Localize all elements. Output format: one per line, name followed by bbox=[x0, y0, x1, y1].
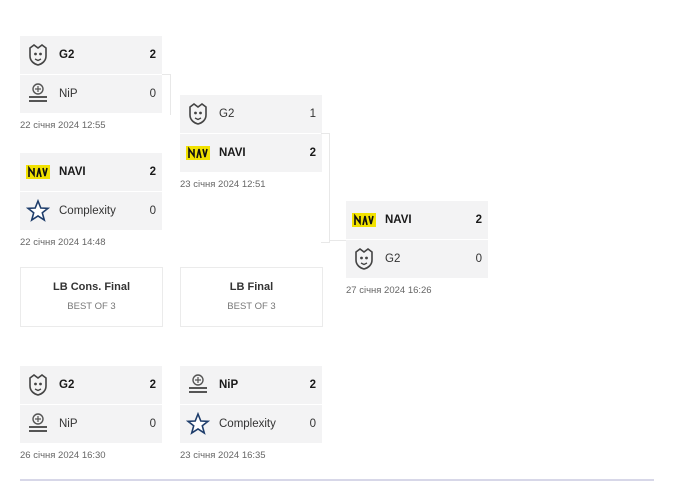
round-title: LB Final bbox=[229, 281, 274, 293]
team-score: 0 bbox=[475, 253, 482, 265]
team-score: 2 bbox=[149, 166, 156, 178]
team-name: NiP bbox=[59, 418, 78, 430]
bracket-connector bbox=[329, 240, 346, 241]
team-row[interactable]: Complexity 0 bbox=[180, 405, 322, 443]
team-name: Complexity bbox=[59, 205, 116, 217]
pending-match-card[interactable]: LB Cons. Final BEST OF 3 bbox=[20, 267, 163, 327]
team-row[interactable]: NAVI 2 bbox=[180, 134, 322, 172]
navi-logo-icon bbox=[186, 141, 210, 165]
team-name: G2 bbox=[219, 108, 235, 120]
team-score: 0 bbox=[309, 418, 316, 430]
team-name: NiP bbox=[219, 379, 239, 391]
team-score: 2 bbox=[475, 214, 482, 226]
match-card[interactable]: G2 2 NiP 0 22 січня 2024 12:55 bbox=[20, 36, 162, 131]
g2-logo-icon bbox=[26, 373, 50, 397]
bracket-connector bbox=[321, 133, 330, 243]
team-row[interactable]: NAVI 2 bbox=[20, 153, 162, 191]
team-row[interactable]: G2 1 bbox=[180, 95, 322, 133]
team-name: G2 bbox=[59, 49, 75, 61]
match-card[interactable]: NAVI 2 Complexity 0 22 січня 2024 14:48 bbox=[20, 153, 162, 248]
team-name: Complexity bbox=[219, 418, 276, 430]
team-row[interactable]: NiP 0 bbox=[20, 405, 162, 443]
team-name: NiP bbox=[59, 88, 78, 100]
team-score: 1 bbox=[309, 108, 316, 120]
team-score: 0 bbox=[149, 205, 156, 217]
navi-logo-icon bbox=[26, 160, 50, 184]
complexity-star-icon bbox=[26, 199, 50, 223]
g2-logo-icon bbox=[186, 102, 210, 126]
match-format: BEST OF 3 bbox=[227, 301, 276, 312]
bracket-connector bbox=[162, 74, 171, 115]
team-row[interactable]: NAVI 2 bbox=[346, 201, 488, 239]
nip-logo-icon bbox=[26, 82, 50, 106]
team-score: 0 bbox=[149, 418, 156, 430]
team-row[interactable]: G2 2 bbox=[20, 366, 162, 404]
team-row[interactable]: Complexity 0 bbox=[20, 192, 162, 230]
g2-logo-icon bbox=[352, 247, 376, 271]
team-row[interactable]: NiP 0 bbox=[20, 75, 162, 113]
team-name: G2 bbox=[385, 253, 401, 265]
team-score: 2 bbox=[309, 147, 316, 159]
round-title: LB Cons. Final bbox=[53, 281, 130, 293]
team-row[interactable]: G2 0 bbox=[346, 240, 488, 278]
match-date: 23 січня 2024 12:51 bbox=[180, 179, 266, 190]
match-date: 22 січня 2024 14:48 bbox=[20, 237, 106, 248]
divider bbox=[20, 479, 654, 481]
g2-logo-icon bbox=[26, 43, 50, 67]
match-card[interactable]: G2 1 NAVI 2 23 січня 2024 12:51 bbox=[180, 95, 322, 190]
team-name: NAVI bbox=[385, 214, 412, 226]
match-card[interactable]: NAVI 2 G2 0 27 січня 2024 16:26 bbox=[346, 201, 488, 296]
team-score: 2 bbox=[309, 379, 316, 391]
match-card[interactable]: G2 2 NiP 0 26 січня 2024 16:30 bbox=[20, 366, 162, 461]
team-score: 2 bbox=[149, 379, 156, 391]
team-name: G2 bbox=[59, 379, 75, 391]
team-score: 0 bbox=[149, 88, 156, 100]
match-date: 27 січня 2024 16:26 bbox=[346, 285, 432, 296]
team-row[interactable]: NiP 2 bbox=[180, 366, 322, 404]
team-name: NAVI bbox=[219, 147, 246, 159]
nip-logo-icon bbox=[26, 412, 50, 436]
match-date: 22 січня 2024 12:55 bbox=[20, 120, 106, 131]
match-date: 23 січня 2024 16:35 bbox=[180, 450, 266, 461]
navi-logo-icon bbox=[352, 208, 376, 232]
match-date: 26 січня 2024 16:30 bbox=[20, 450, 106, 461]
team-score: 2 bbox=[149, 49, 156, 61]
team-row[interactable]: G2 2 bbox=[20, 36, 162, 74]
team-name: NAVI bbox=[59, 166, 86, 178]
pending-match-card[interactable]: LB Final BEST OF 3 bbox=[180, 267, 323, 327]
match-card[interactable]: NiP 2 Complexity 0 23 січня 2024 16:35 bbox=[180, 366, 322, 461]
nip-logo-icon bbox=[186, 373, 210, 397]
match-format: BEST OF 3 bbox=[67, 301, 116, 312]
complexity-star-icon bbox=[186, 412, 210, 436]
